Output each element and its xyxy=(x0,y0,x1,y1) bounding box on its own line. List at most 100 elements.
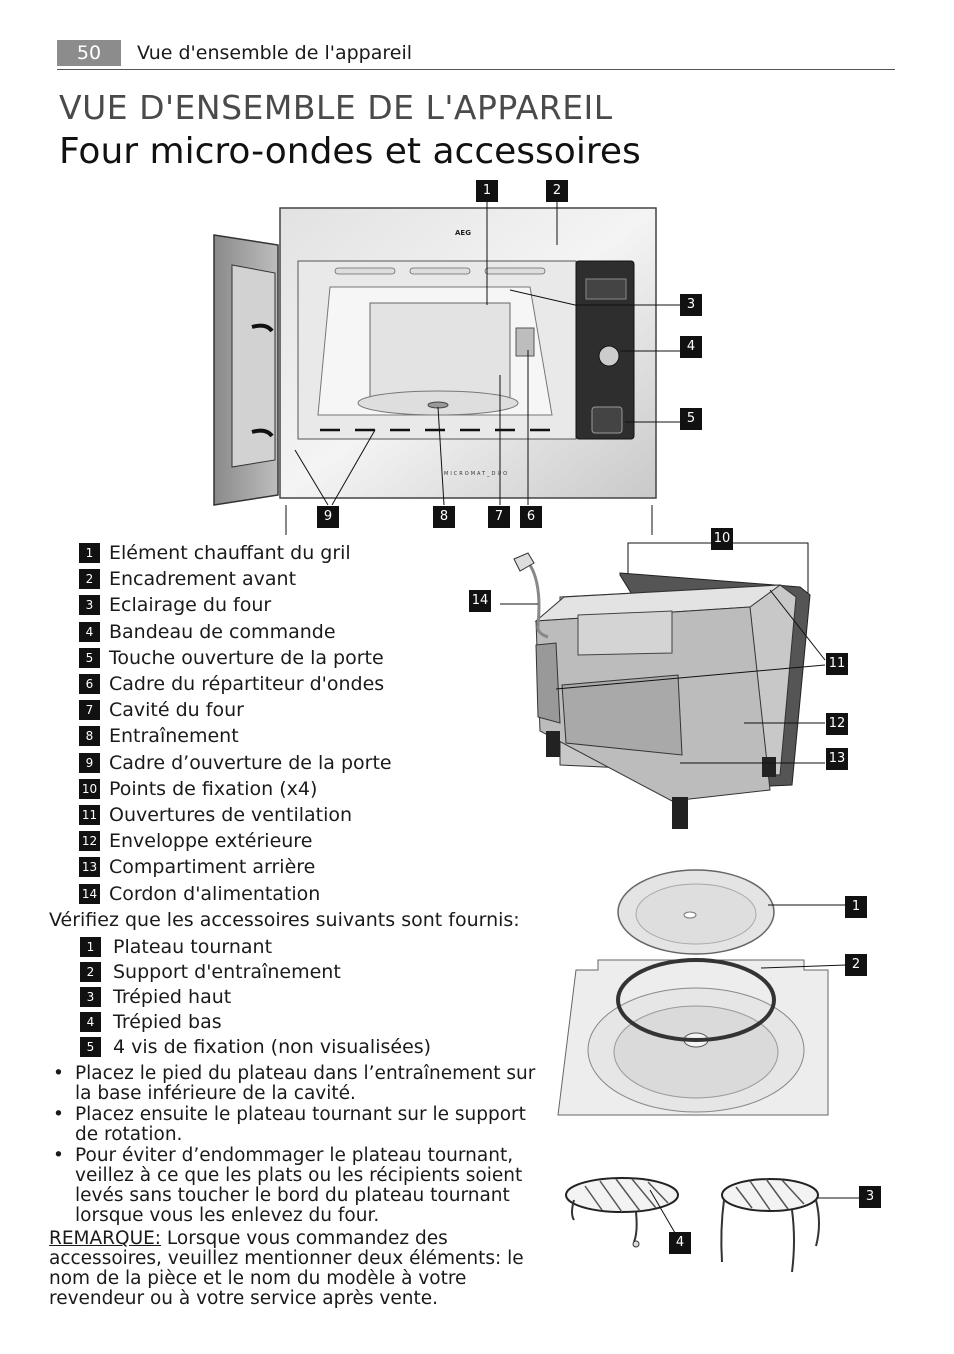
list-item: 3 Eclairage du four xyxy=(79,592,392,618)
leader-lines xyxy=(285,200,680,535)
callout-3: 3 xyxy=(680,294,702,316)
ventilation-openings xyxy=(535,642,561,724)
accessory-number-badge: 5 xyxy=(80,1036,101,1057)
remark-text: Lorsque vous commandez des accessoires, … xyxy=(49,1228,524,1309)
part-number-badge: 9 xyxy=(79,752,100,773)
part-number-badge: 3 xyxy=(79,595,100,616)
callout-11: 11 xyxy=(826,653,848,675)
accessories-intro: Vérifiez que les accessoires suivants so… xyxy=(49,909,520,931)
part-label: Bandeau de commande xyxy=(109,620,336,643)
wave-distributor-frame xyxy=(515,327,535,357)
list-item: 12 Enveloppe extérieure xyxy=(79,828,392,854)
list-item: 9 Cadre d’ouverture de la porte xyxy=(79,750,392,776)
callout-6: 6 xyxy=(520,506,542,528)
part-label: Cadre du répartiteur d'ondes xyxy=(109,673,385,696)
section-title: VUE D'ENSEMBLE DE L'APPAREIL xyxy=(59,88,613,127)
list-item: 14 Cordon d'alimentation xyxy=(79,880,392,906)
list-item: 5 4 vis de fixation (non visualisées) xyxy=(80,1034,431,1059)
accessory-number-badge: 4 xyxy=(80,1011,101,1032)
list-item: 1 Elément chauffant du gril xyxy=(79,540,392,566)
callout-13: 13 xyxy=(826,748,848,770)
instruction-bullets: Placez le pied du plateau dans l’entraîn… xyxy=(49,1064,549,1227)
list-item: 10 Points de fixation (x4) xyxy=(79,776,392,802)
callout-12: 12 xyxy=(826,713,848,735)
list-item: 2 Support d'entraînement xyxy=(80,959,431,984)
model-logo: MICROMAT_DUO xyxy=(444,471,509,477)
list-item: 4 Trépied bas xyxy=(80,1009,431,1034)
list-item: 7 Cavité du four xyxy=(79,697,392,723)
oven-rear-illustration xyxy=(500,542,826,829)
rear-leader-lines xyxy=(500,589,826,764)
foot-left xyxy=(546,731,560,757)
callout-9: 9 xyxy=(317,506,339,528)
part-number-badge: 11 xyxy=(79,804,100,825)
accessory-label: Support d'entraînement xyxy=(113,960,341,983)
callout-14: 14 xyxy=(469,590,491,612)
part-label: Eclairage du four xyxy=(109,594,272,617)
part-number-badge: 4 xyxy=(79,621,100,642)
high-rack xyxy=(720,1178,820,1273)
part-number-badge: 6 xyxy=(79,674,100,695)
callout-acc-3: 3 xyxy=(859,1186,881,1208)
part-number-badge: 14 xyxy=(79,883,100,904)
part-label: Ouvertures de ventilation xyxy=(109,803,353,826)
callout-5: 5 xyxy=(680,408,702,430)
part-label: Entraînement xyxy=(109,725,239,748)
part-number-badge: 2 xyxy=(79,569,100,590)
page-title: Four micro-ondes et accessoires xyxy=(59,131,641,172)
turntable-illustration xyxy=(557,869,847,1116)
control-knob xyxy=(598,345,620,367)
part-number-badge: 10 xyxy=(79,778,100,799)
part-label: Elément chauffant du gril xyxy=(109,542,351,565)
part-label: Compartiment arrière xyxy=(109,856,316,879)
list-item: Placez ensuite le plateau tournant sur l… xyxy=(49,1105,549,1145)
power-cord xyxy=(528,564,549,639)
door-open-button xyxy=(591,406,623,434)
callout-7: 7 xyxy=(488,506,510,528)
part-label: Points de fixation (x4) xyxy=(109,777,318,800)
list-item: 11 Ouvertures de ventilation xyxy=(79,802,392,828)
part-label: Cavité du four xyxy=(109,699,244,722)
list-item: 6 Cadre du répartiteur d'ondes xyxy=(79,671,392,697)
list-item: Placez le pied du plateau dans l’entraîn… xyxy=(49,1064,549,1104)
part-number-badge: 5 xyxy=(79,647,100,668)
racks-illustration xyxy=(565,1177,860,1273)
callout-2: 2 xyxy=(546,180,568,202)
list-item: 2 Encadrement avant xyxy=(79,566,392,592)
part-label: Cordon d'alimentation xyxy=(109,882,321,905)
part-number-badge: 7 xyxy=(79,700,100,721)
oven-front-illustration: AEG MICROMAT_DUO xyxy=(213,200,680,535)
part-label: Cadre d’ouverture de la porte xyxy=(109,751,392,774)
list-item: 4 Bandeau de commande xyxy=(79,619,392,645)
list-item: 3 Trépied haut xyxy=(80,984,431,1009)
accessory-number-badge: 3 xyxy=(80,986,101,1007)
oven-cavity xyxy=(369,302,511,404)
callout-acc-1: 1 xyxy=(845,896,867,918)
part-number-badge: 1 xyxy=(79,543,100,564)
callout-4: 4 xyxy=(680,336,702,358)
part-label: Encadrement avant xyxy=(109,568,297,591)
running-header: Vue d'ensemble de l'appareil xyxy=(137,42,412,64)
brand-logo: AEG xyxy=(455,229,471,237)
header-divider xyxy=(57,69,895,70)
accessory-label: Trépied bas xyxy=(113,1010,222,1033)
plug xyxy=(513,552,535,572)
callout-acc-4: 4 xyxy=(669,1232,691,1254)
accessory-number-badge: 2 xyxy=(80,961,101,982)
remark-label: REMARQUE: xyxy=(49,1228,162,1249)
part-label: Enveloppe extérieure xyxy=(109,830,313,853)
accessory-label: 4 vis de fixation (non visualisées) xyxy=(113,1035,432,1058)
parts-legend: 1 Elément chauffant du gril 2 Encadrement … xyxy=(79,540,392,907)
callout-acc-2: 2 xyxy=(845,954,867,976)
accessory-number-badge: 1 xyxy=(80,936,101,957)
foot-front xyxy=(672,797,688,829)
part-number-badge: 12 xyxy=(79,831,100,852)
accessory-label: Trépied haut xyxy=(113,985,232,1008)
rotating-ring xyxy=(616,958,776,1042)
callout-1: 1 xyxy=(476,180,498,202)
page-number: 50 xyxy=(57,40,121,66)
